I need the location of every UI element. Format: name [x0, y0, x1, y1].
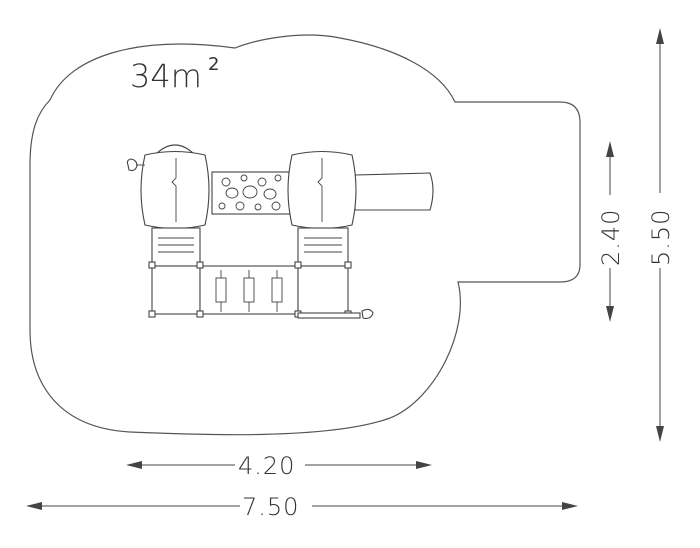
dimension-inner-height-label: 2.40: [597, 209, 625, 266]
dimension-inner-width-label: 4.20: [238, 452, 295, 480]
dimension-inner-height: 2.40: [597, 141, 625, 322]
dimension-total-width: 7.50: [26, 493, 578, 521]
climbing-holds: [218, 174, 282, 211]
area-superscript: 2: [208, 54, 219, 75]
left-handle-icon: [126, 158, 145, 172]
slide: [354, 172, 434, 211]
play-structure: [126, 144, 434, 319]
left-tower-steps: [151, 227, 201, 267]
bottom-rail: [297, 312, 361, 319]
right-handle-icon: [361, 308, 374, 319]
dimension-total-height-label: 5.50: [647, 209, 675, 266]
area-label: 34m: [130, 57, 202, 95]
dimension-total-width-label: 7.50: [242, 493, 299, 521]
dimension-total-height: 5.50: [647, 28, 675, 442]
right-panel: [297, 265, 349, 315]
ladder-rungs: [215, 270, 283, 312]
dimension-inner-width: 4.20: [126, 452, 432, 480]
left-tower-roof: [140, 150, 210, 230]
left-panel: [151, 265, 201, 315]
right-tower-steps: [297, 227, 349, 267]
